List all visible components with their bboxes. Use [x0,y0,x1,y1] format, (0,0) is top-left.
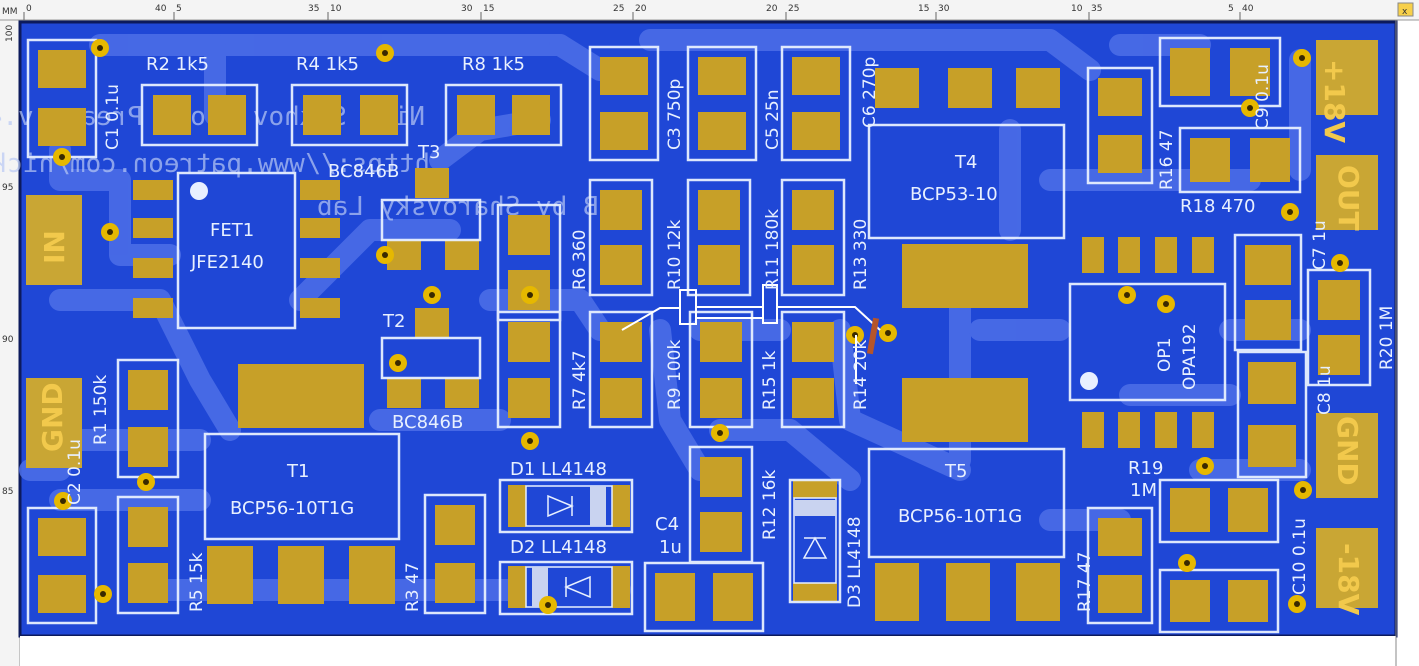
ruler-tick: 40 [155,4,167,14]
connector-gnd-left-label: GND [36,382,69,452]
label-d2: D2 LL4148 [510,537,607,558]
label-t5-part: BCP56-10T1G [898,506,1022,527]
connector-gnd-right-label: GND [1331,416,1364,486]
label-r10: R10 12k [665,220,685,290]
label-r5: R5 15k [187,552,207,612]
connector-m18-label: -18V [1332,543,1365,616]
connector-p18[interactable]: +18V [1316,40,1378,143]
ruler-tick: 5 [176,4,182,14]
label-r7: R7 4k7 [570,350,590,410]
ruler-tick: 25 [788,4,799,14]
label-fet1-part: JFE2140 [190,252,264,273]
connector-in[interactable]: IN [26,195,82,285]
ruler-tick: 25 [613,4,624,14]
label-t2-name: T2 [382,311,405,332]
unit-label: MM [2,7,18,17]
label-t1-name: T1 [286,461,309,482]
tht-resistor-outline[interactable] [621,284,881,384]
label-t3-part: BC846B [328,161,399,182]
label-r20: R20 1M [1377,306,1397,370]
ruler-tick: 30 [938,4,950,14]
connector-out[interactable]: OUT [1316,155,1378,231]
label-d3: D3 LL4148 [845,516,865,608]
label-c7: C7 1u [1310,220,1330,270]
ruler-tick: 85 [2,487,13,497]
close-button[interactable] [1397,2,1414,17]
ruler-tick: 10 [330,4,342,14]
label-t1-part: BCP56-10T1G [230,498,354,519]
ruler-tick: 15 [483,4,494,14]
top-ruler [0,0,1419,20]
close-icon: x [1402,7,1408,17]
ruler-tick: 90 [2,335,14,345]
left-ruler [0,0,20,666]
ruler-tick: 40 [1242,4,1254,14]
label-c2: C2 0.1u [65,439,85,505]
label-r18: R18 470 [1180,196,1256,217]
connector-gnd-right[interactable]: GND [1316,413,1378,498]
connector-gnd-left[interactable]: GND [26,378,82,468]
label-r19-value: 1M [1130,480,1157,501]
ruler-tick: 20 [635,4,647,14]
label-fet1-name: FET1 [210,220,254,241]
ruler-tick: 15 [918,4,929,14]
pin1-marker [190,182,208,200]
label-c9: C9 0.1u [1253,64,1273,130]
label-r13: R13 330 [851,219,871,290]
connector-m18[interactable]: -18V [1316,528,1378,616]
pin1-marker [1080,372,1098,390]
connector-in-label: IN [38,230,71,264]
label-c10: C10 0.1u [1290,518,1310,595]
label-r2: R2 1k5 [146,54,209,75]
label-r19-name: R19 [1128,458,1163,479]
label-t3-name: T3 [417,142,440,163]
label-r1: R1 150k [91,375,111,445]
label-c5: C5 25n [763,90,783,151]
label-op1-name: OP1 [1155,338,1175,372]
ruler-tick: 5 [1228,4,1234,14]
label-c1: C1 0.1u [103,84,123,150]
label-r8: R8 1k5 [462,54,525,75]
ruler-tick: 95 [2,183,13,193]
label-t5-name: T5 [944,461,967,482]
label-r11: R11 180k [763,209,783,290]
ruler-tick: 20 [766,4,778,14]
label-r16: R16 47 [1157,130,1177,190]
ruler-tick: 0 [26,4,32,14]
ruler-tick: 35 [1091,4,1102,14]
label-r9: R9 100k [665,340,685,410]
vias [53,39,1349,614]
component-labels: C1 0.1u R2 1k5 R4 1k5 R8 1k5 C3 750p C5 … [65,54,1397,612]
label-op1-part: OPA192 [1180,323,1200,390]
label-r14: R14 20k [851,340,871,410]
label-r15: R15 1k [760,350,780,410]
label-c4-value: 1u [659,537,682,558]
label-r6: R6 360 [570,230,590,290]
resistor-band [866,317,880,355]
mirrored-credit: PCB by Sharovsky Lab [317,192,630,222]
ruler-tick: 100 [5,25,15,42]
ruler-tick: 30 [461,4,473,14]
label-t2-part: BC846B [392,412,463,433]
label-c6: C6 270p [860,57,880,128]
label-d1: D1 LL4148 [510,459,607,480]
connector-p18-label: +18V [1318,59,1351,143]
pads [38,48,1360,622]
label-c8: C8 1u [1315,365,1335,415]
ruler-tick: 10 [1071,4,1083,14]
label-r17: R17 47 [1075,552,1095,612]
canvas-margin [20,636,1396,666]
label-r12: R12 16k [760,470,780,540]
connector-out-label: OUT [1332,165,1365,231]
label-r4: R4 1k5 [296,54,359,75]
label-r3: R3 47 [403,562,423,612]
label-c4-name: C4 [655,514,679,535]
label-t4-part: BCP53-10 [910,184,998,205]
label-t4-name: T4 [954,152,977,173]
ruler-tick: 35 [308,4,319,14]
label-c3: C3 750p [665,79,685,150]
silkscreen-outlines [26,36,1372,634]
